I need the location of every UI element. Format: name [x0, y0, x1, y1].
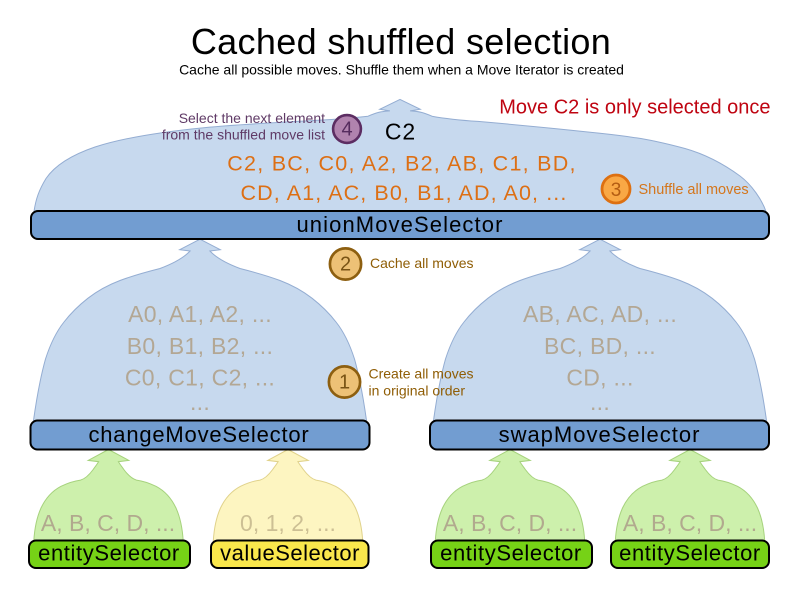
svg-text:A0, A1, A2, ...: A0, A1, A2, ... — [128, 301, 272, 327]
svg-text:C0, C1, C2, ...: C0, C1, C2, ... — [125, 365, 275, 391]
svg-text:A, B, C, D, ...: A, B, C, D, ... — [623, 510, 757, 536]
svg-text:...: ... — [590, 389, 610, 415]
svg-text:B0, B1, B2, ...: B0, B1, B2, ... — [127, 333, 273, 359]
svg-text:CD, ...: CD, ... — [566, 365, 633, 391]
svg-text:C2: C2 — [385, 119, 416, 145]
svg-text:swapMoveSelector: swapMoveSelector — [499, 422, 701, 447]
svg-text:Cache all moves: Cache all moves — [370, 255, 474, 271]
svg-text:from the shuffled move list: from the shuffled move list — [162, 126, 325, 142]
svg-text:4: 4 — [341, 119, 352, 141]
svg-text:valueSelector: valueSelector — [220, 541, 360, 566]
svg-text:AB, AC, AD, ...: AB, AC, AD, ... — [523, 301, 677, 327]
svg-text:changeMoveSelector: changeMoveSelector — [88, 422, 309, 447]
svg-text:A, B, C, D, ...: A, B, C, D, ... — [443, 510, 577, 536]
svg-text:BC, BD, ...: BC, BD, ... — [544, 333, 656, 359]
svg-text:...: ... — [190, 389, 210, 415]
svg-text:entitySelector: entitySelector — [440, 541, 582, 566]
svg-text:Create all moves: Create all moves — [369, 366, 474, 382]
svg-text:Cache all possible moves. Shuf: Cache all possible moves. Shuffle them w… — [179, 62, 624, 78]
svg-text:Cached shuffled selection: Cached shuffled selection — [191, 21, 611, 62]
svg-text:Select the next element: Select the next element — [179, 110, 325, 126]
svg-text:in original order: in original order — [369, 383, 466, 399]
svg-text:3: 3 — [611, 180, 622, 201]
svg-text:C2, BC, C0, A2, B2, AB, C1, BD: C2, BC, C0, A2, B2, AB, C1, BD, — [227, 151, 576, 175]
svg-text:0, 1, 2, ...: 0, 1, 2, ... — [240, 510, 336, 536]
svg-text:entitySelector: entitySelector — [38, 541, 180, 566]
svg-text:CD, A1, AC, B0, B1, AD, A0, ..: CD, A1, AC, B0, B1, AD, A0, ... — [241, 181, 568, 205]
svg-text:2: 2 — [340, 253, 351, 275]
svg-text:A, B, C, D, ...: A, B, C, D, ... — [41, 510, 175, 536]
svg-text:Shuffle all moves: Shuffle all moves — [639, 182, 749, 198]
svg-text:entitySelector: entitySelector — [619, 541, 761, 566]
svg-text:1: 1 — [339, 371, 350, 393]
svg-text:unionMoveSelector: unionMoveSelector — [296, 212, 503, 237]
svg-text:Move C2 is only selected once: Move C2 is only selected once — [499, 97, 770, 119]
